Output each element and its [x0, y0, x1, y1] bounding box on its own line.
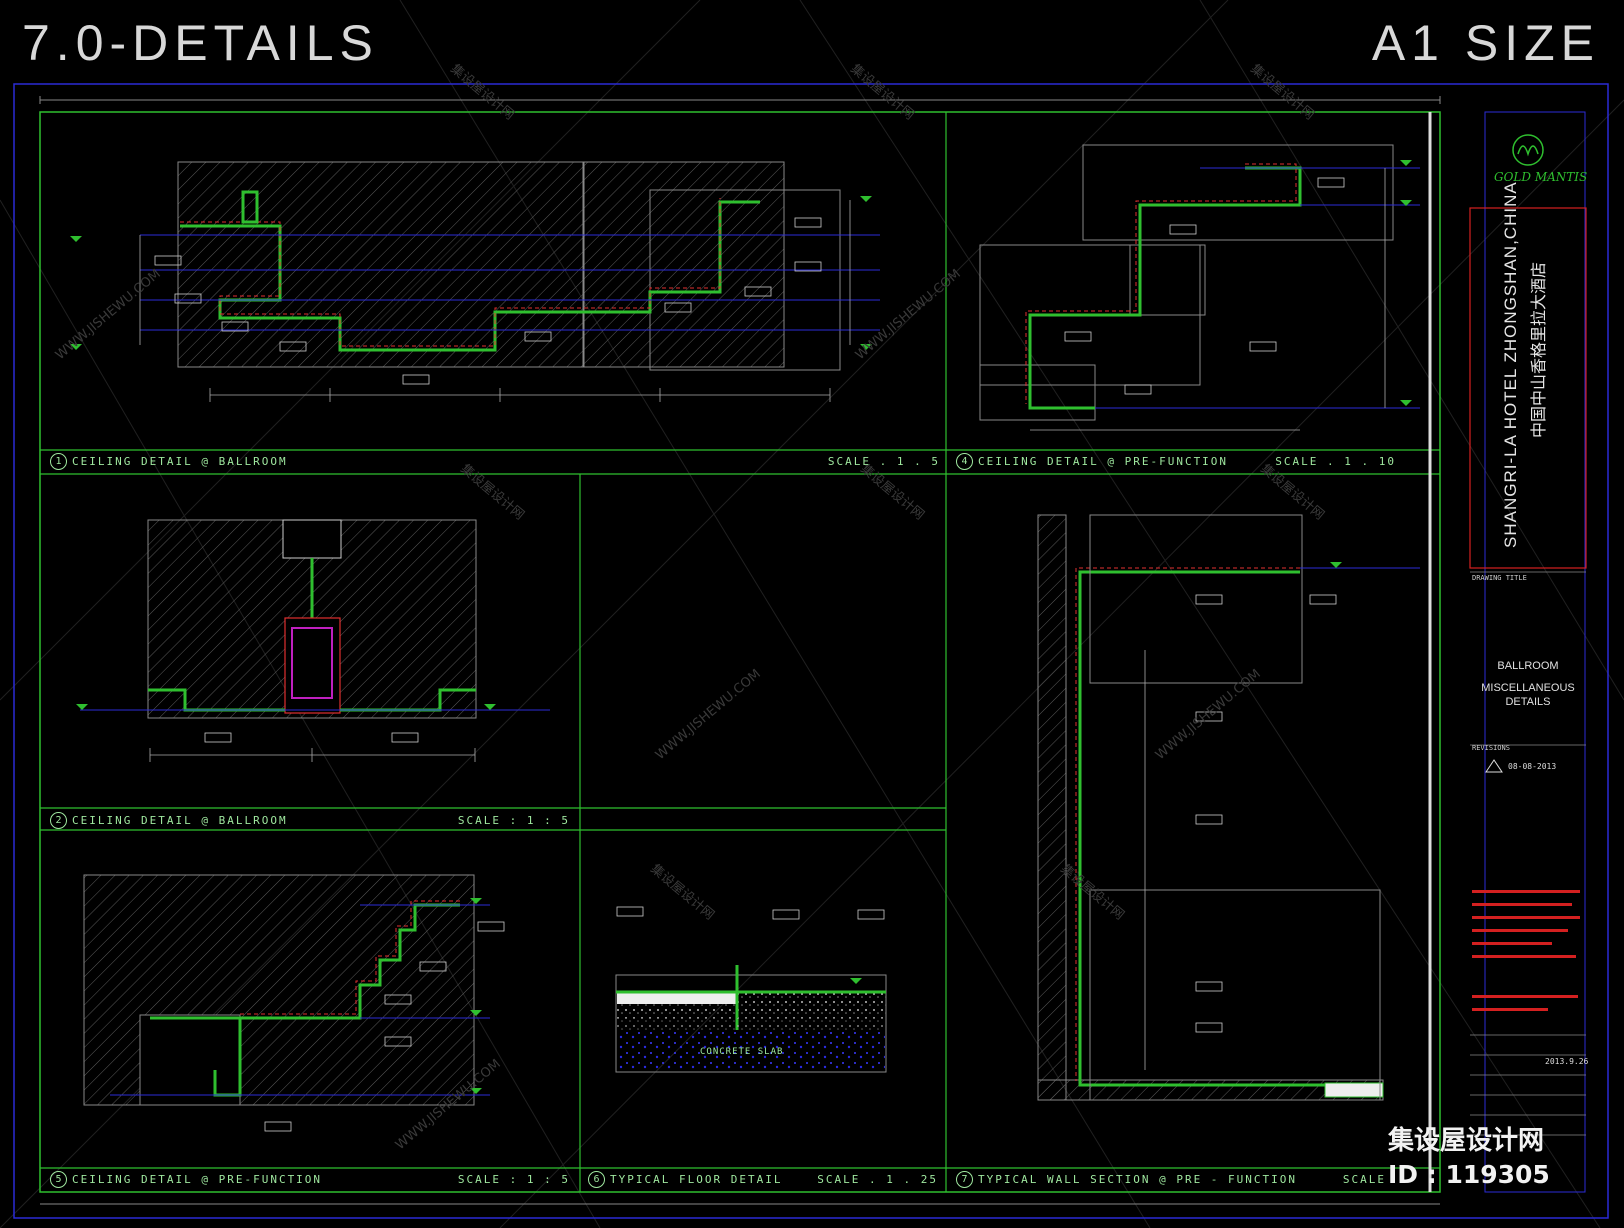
detail-2-titlebar: 2 CEILING DETAIL @ BALLROOM SCALE : 1 : …: [46, 811, 576, 831]
drawing-title-3: DETAILS: [1505, 696, 1551, 708]
drawing-title-2: MISCELLANEOUS: [1481, 682, 1575, 694]
detail-5-title: CEILING DETAIL @ PRE-FUNCTION: [72, 1173, 323, 1186]
red-notes: [1472, 890, 1580, 1011]
svg-text:WWW.JISHEWU.COM: WWW.JISHEWU.COM: [53, 267, 164, 363]
svg-text:集设屋设计网: 集设屋设计网: [647, 861, 717, 923]
gold-mantis-logo-icon: [1512, 134, 1544, 166]
svg-text:集设屋设计网: 集设屋设计网: [1057, 861, 1127, 923]
drawing-date: 2013.9.26: [1545, 1057, 1589, 1066]
watermark-brand: 集设屋设计网: [1388, 1126, 1545, 1156]
detail-1-titlebar: 1 CEILING DETAIL @ BALLROOM SCALE . 1 . …: [46, 452, 946, 472]
detail-7-number: 7: [956, 1171, 973, 1188]
revisions-label: REVISIONS: [1472, 744, 1510, 752]
detail-1-number: 1: [50, 453, 67, 470]
svg-text:集设屋设计网: 集设屋设计网: [447, 61, 517, 123]
project-name-cn: 中国中山香格里拉大酒店: [1529, 262, 1548, 439]
drawing-title-1: BALLROOM: [1497, 660, 1559, 672]
revision-date: 08-08-2013: [1508, 762, 1557, 771]
title-block-rows: [1470, 571, 1586, 1136]
drawing-frame: [39, 111, 1441, 1193]
drawing-title-label: DRAWING TITLE: [1472, 574, 1527, 582]
svg-text:WWW.JISHEWU.COM: WWW.JISHEWU.COM: [653, 667, 764, 763]
detail-7-drawing: [1037, 514, 1420, 1101]
detail-6-number: 6: [588, 1171, 605, 1188]
concrete-slab-label: CONCRETE SLAB: [700, 1047, 783, 1057]
detail-7-scale: SCALE: [1342, 1173, 1386, 1186]
detail-4-number: 4: [956, 453, 973, 470]
detail-4-titlebar: 4 CEILING DETAIL @ PRE-FUNCTION SCALE . …: [952, 452, 1402, 472]
detail-7-titlebar: 7 TYPICAL WALL SECTION @ PRE - FUNCTION …: [952, 1170, 1392, 1190]
project-name-en: SHANGRI-LA HOTEL ZHONGSHAN,CHINA: [1501, 181, 1520, 548]
detail-5-titlebar: 5 CEILING DETAIL @ PRE-FUNCTION SCALE : …: [46, 1170, 576, 1190]
detail-4-drawing: [979, 144, 1420, 431]
project-name-box: [1469, 207, 1587, 569]
detail-1-drawing: [70, 161, 880, 402]
logo-text: GOLD MANTIS: [1494, 170, 1588, 184]
title-block-frame: [1484, 111, 1586, 1193]
detail-5-number: 5: [50, 1171, 67, 1188]
detail-6-scale: SCALE . 1 . 25: [817, 1173, 938, 1186]
watermark-id: ID : 119305: [1388, 1160, 1550, 1189]
svg-text:WWW.JISHEWU.COM: WWW.JISHEWU.COM: [1153, 667, 1264, 763]
svg-text:集设屋设计网: 集设屋设计网: [1247, 61, 1317, 123]
outer-border: [13, 83, 1609, 1219]
sheet-section-title: 7.0-DETAILS: [22, 15, 379, 71]
detail-2-drawing: [76, 519, 550, 762]
detail-5-scale: SCALE : 1 : 5: [457, 1173, 570, 1186]
panel-dividers: [40, 112, 1440, 1192]
grid-ticks: [39, 96, 1441, 1205]
detail-5-drawing: [83, 874, 505, 1132]
svg-text:WWW.JISHEWU.COM: WWW.JISHEWU.COM: [853, 267, 964, 363]
detail-6-titlebar: 6 TYPICAL FLOOR DETAIL SCALE . 1 . 25: [584, 1170, 944, 1190]
sheet-size-label: A1 SIZE: [1371, 15, 1600, 71]
detail-4-title: CEILING DETAIL @ PRE-FUNCTION: [978, 455, 1229, 468]
revision-triangle-icon: [1485, 759, 1503, 773]
detail-6-drawing: CONCRETE SLAB: [615, 906, 887, 1073]
detail-4-scale: SCALE . 1 . 10: [1275, 455, 1396, 468]
svg-text:集设屋设计网: 集设屋设计网: [847, 61, 917, 123]
detail-2-number: 2: [50, 812, 67, 829]
detail-1-title: CEILING DETAIL @ BALLROOM: [72, 455, 288, 468]
detail-1-scale: SCALE . 1 . 5: [827, 455, 940, 468]
detail-6-title: TYPICAL FLOOR DETAIL: [610, 1173, 783, 1186]
detail-2-title: CEILING DETAIL @ BALLROOM: [72, 814, 288, 827]
detail-7-title: TYPICAL WALL SECTION @ PRE - FUNCTION: [978, 1173, 1298, 1186]
detail-2-scale: SCALE : 1 : 5: [457, 814, 570, 827]
